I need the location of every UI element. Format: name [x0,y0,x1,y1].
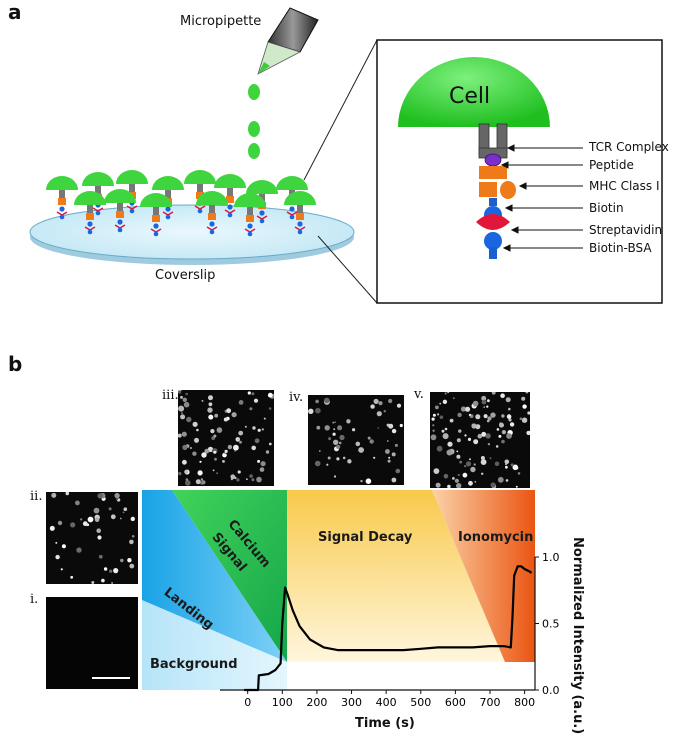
cell-icon [246,180,278,194]
label-biotin: Biotin [589,201,624,215]
x-tick-label: 100 [272,696,293,709]
x-tick-label: 800 [514,696,535,709]
micrograph-i [46,597,138,689]
phase-label-background: Background [150,657,238,672]
phase-background [142,600,287,690]
x-tick-label: 300 [341,696,362,709]
cell-icon [184,170,216,184]
x-tick-label: 400 [376,696,397,709]
panel-a-illustration [29,7,663,304]
x-tick-label: 500 [410,696,431,709]
x-axis-label: Time (s) [355,716,415,731]
cell-icon [234,193,266,207]
cell-icon [196,191,228,205]
phase-ionomycin [432,490,535,662]
image-label-iv: iv. [289,390,304,405]
micropipette-label: Micropipette [180,14,262,29]
y-tick-label: 1.0 [542,551,560,564]
panel-b-letter: b [8,352,23,376]
drop-icon [248,84,260,100]
cell-icon [82,172,114,186]
cell-label: Cell [449,84,491,109]
x-tick-label: 200 [306,696,327,709]
label-tcr-complex: TCR Complex [589,140,669,154]
cell-icon [140,193,172,207]
coverslip-label: Coverslip [155,268,216,283]
label-streptavidin: Streptavidin [589,223,663,237]
cell-icon [152,176,184,190]
phase-label-signal-decay: Signal Decay [318,530,413,545]
image-label-iii: iii. [162,388,179,403]
image-label-ii: ii. [30,489,43,504]
mhc-icon [479,166,507,179]
phase-calcium-signal [172,490,287,662]
y-tick-label: 0.0 [542,684,560,697]
micrograph-iii [178,390,274,486]
x-tick-label: 600 [445,696,466,709]
intensity-line [244,565,533,692]
cell-icon [74,191,106,205]
cell-icon [276,176,308,190]
phase-landing [142,490,287,662]
cell-icon [46,176,78,190]
cell-icon [214,174,246,188]
drop-icon [248,143,260,159]
label-biotin-bsa: Biotin-BSA [589,241,652,255]
scale-bar [92,677,130,679]
image-label-i: i. [30,592,39,607]
biotin-icon [489,198,497,206]
panel-a-letter: a [8,0,22,24]
label-peptide: Peptide [589,158,634,172]
cell-icon [398,57,550,127]
cell-icon [104,189,136,203]
micrograph-ii [46,492,138,584]
micrograph-iv [308,395,404,485]
micrograph-v [430,392,530,488]
inset-arrows [500,144,583,252]
cell-icon [116,170,148,184]
cell-icon [284,191,316,205]
phase-label-ionomycin: Ionomycin [458,530,534,545]
y-axis-label: Normalized Intensity (a.u.) [570,537,585,735]
image-label-v: v. [414,387,424,402]
x-tick-label: 0 [244,696,251,709]
streptavidin-icon [476,206,510,250]
micropipette-icon [257,7,319,75]
coverslip-icon [29,204,355,260]
y-tick-label: 0.5 [542,618,560,631]
cells-on-coverslip [46,170,316,237]
phase-signal-decay [287,490,505,662]
biotin-bsa-icon [489,247,497,259]
label-mhc-class-i: MHC Class I [589,179,660,193]
drop-icon [248,121,260,137]
x-tick-label: 700 [480,696,501,709]
